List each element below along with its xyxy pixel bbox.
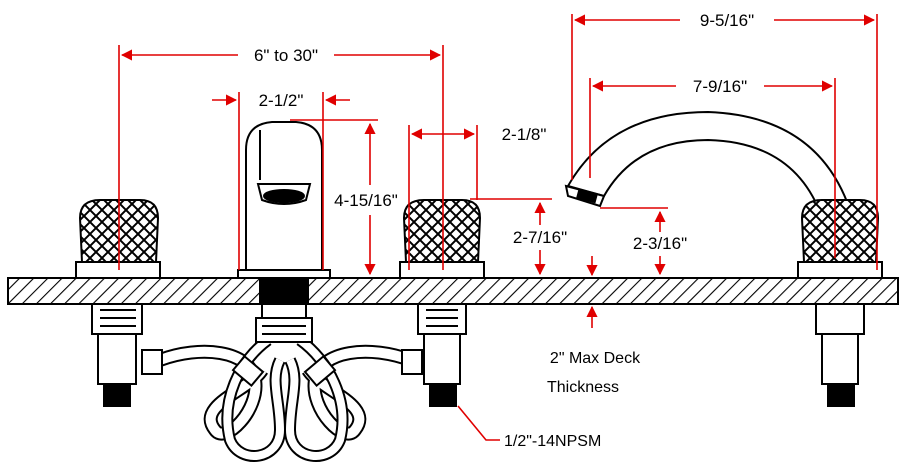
handle-height-label: 2-7/16": [513, 228, 567, 247]
arc-spout: [564, 110, 883, 407]
sink-deck: [7, 277, 899, 305]
center-spout: [237, 121, 331, 343]
handle-base-label: 2-1/8": [502, 125, 547, 144]
thread-spec-label: 1/2"-14NPSM: [504, 433, 601, 450]
spout-base-width-label: 2-1/2": [259, 91, 304, 110]
right-handle-valve: [399, 199, 485, 407]
dimension-labels: 6" to 30" 2-1/2" 4-15/16" 2-1/8" 2-7/16"…: [254, 11, 754, 450]
deck-thickness-label-line2: Thickness: [547, 379, 619, 396]
spread-label: 6" to 30": [254, 46, 318, 65]
spout-reach-overall-label: 9-5/16": [700, 11, 754, 30]
spout-reach-label: 7-9/16": [693, 77, 747, 96]
spout-clearance-label: 2-3/16": [633, 234, 687, 253]
dimension-lines: [118, 14, 878, 441]
supply-hoses: [141, 335, 423, 462]
left-handle-valve: [75, 199, 161, 407]
deck-thickness-label-line1: 2" Max Deck: [550, 350, 641, 367]
spout-height-label: 4-15/16": [334, 191, 398, 210]
